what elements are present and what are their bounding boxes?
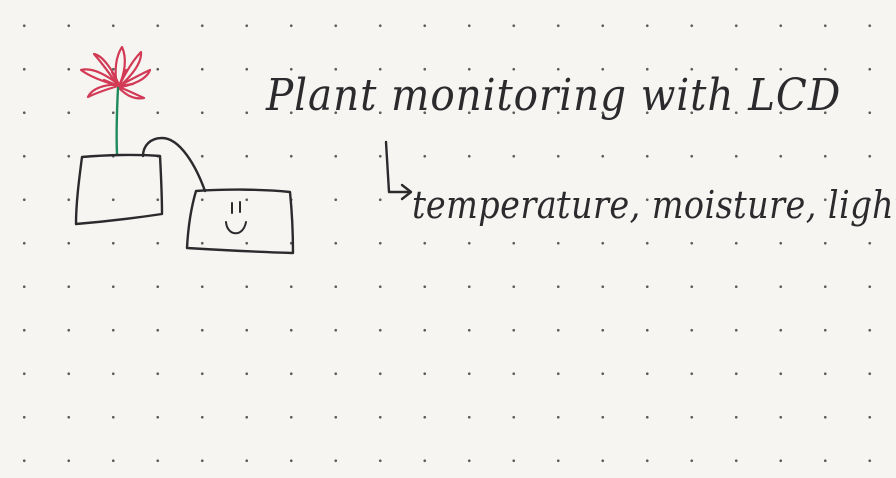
- note-subtitle: temperature, moisture, light: [412, 183, 896, 227]
- pot-icon: [74, 153, 164, 226]
- lcd-display-icon: [185, 188, 295, 255]
- stem: [115, 86, 120, 156]
- sensor-cable: [141, 136, 207, 193]
- note-title: Plant monitoring with LCD: [266, 70, 842, 121]
- bent-arrow-icon: [384, 140, 413, 201]
- flower-icon: [79, 45, 152, 100]
- smiley-face-icon: [225, 201, 247, 235]
